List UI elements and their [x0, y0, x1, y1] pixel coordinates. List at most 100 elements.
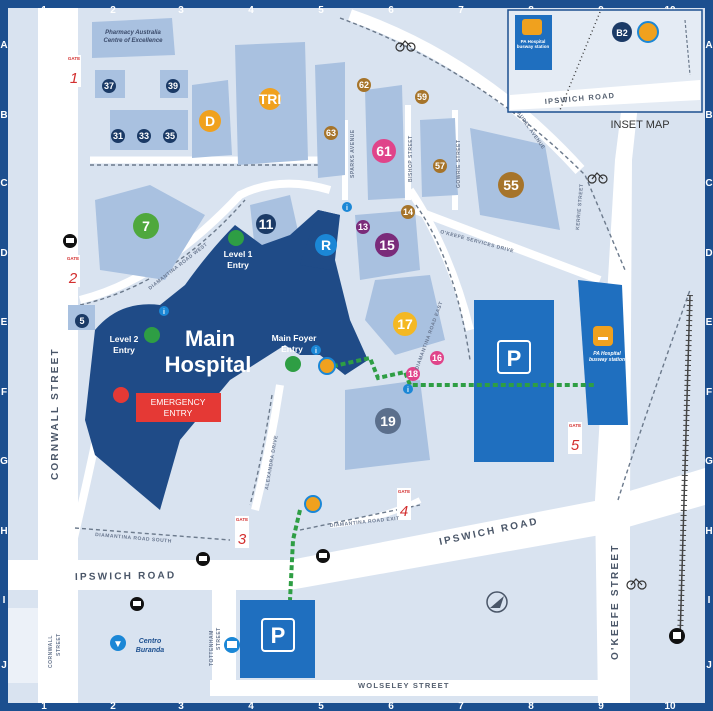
- building-marker-35[interactable]: [163, 129, 177, 143]
- parking-east[interactable]: [474, 300, 554, 462]
- building-marker-39[interactable]: [166, 79, 180, 93]
- main-foyer-entry-marker[interactable]: [285, 356, 301, 372]
- building-marker-63[interactable]: [324, 126, 338, 140]
- building-marker-13[interactable]: [356, 220, 370, 234]
- building-marker-tri[interactable]: [259, 88, 281, 110]
- building-marker-label: TRI: [259, 91, 282, 107]
- building-marker-label: D: [205, 113, 215, 129]
- busway-station-building[interactable]: [578, 280, 628, 425]
- info-icon[interactable]: [311, 345, 321, 355]
- building-marker-55[interactable]: [498, 172, 524, 198]
- building-marker-label: 18: [408, 369, 418, 379]
- level2-entry-marker[interactable]: [144, 327, 160, 343]
- building-marker-17[interactable]: [393, 312, 417, 336]
- emergency-label-line1: EMERGENCY: [151, 397, 206, 407]
- wolseley-street-road: [210, 680, 600, 696]
- bus-stop-icon[interactable]: [318, 357, 336, 375]
- building-marker-label: 16: [432, 353, 442, 363]
- laurel-avenue-road: [348, 9, 585, 175]
- inset-bus-stop-icon[interactable]: [637, 21, 659, 43]
- busway-bus-glyph: ▬: [598, 332, 608, 343]
- building-marker-d[interactable]: [199, 110, 221, 132]
- inset-b2-label: B2: [616, 28, 628, 38]
- parking-south-badge: [261, 618, 295, 652]
- level1-entry-marker[interactable]: [228, 230, 244, 246]
- grid-row-label: D: [705, 248, 712, 259]
- grid-row-label: F: [706, 387, 712, 398]
- gate-number: 4: [400, 503, 408, 520]
- building-marker-label: 33: [139, 131, 149, 141]
- grid-col-label: 6: [388, 701, 394, 711]
- building-marker-label: 59: [417, 92, 427, 102]
- parking-south-label: P: [271, 623, 286, 648]
- grid-row-label: F: [1, 387, 7, 398]
- info-icon[interactable]: [403, 384, 413, 394]
- info-markers: i i i i: [159, 202, 413, 394]
- parking-south[interactable]: [240, 600, 315, 678]
- level1-entry-label-line2: Entry: [227, 260, 249, 270]
- level2-entry-label-line1: Level 2: [110, 334, 139, 344]
- building-marker-61[interactable]: [372, 139, 396, 163]
- grid-col-label: 5: [318, 5, 324, 16]
- grid-row-label: E: [1, 317, 8, 328]
- building-marker-19[interactable]: [375, 408, 401, 434]
- gate-sign-1: [67, 55, 81, 87]
- building-marker-7[interactable]: [133, 213, 159, 239]
- building-marker-label: 14: [403, 207, 413, 217]
- info-icon-label: i: [163, 309, 165, 316]
- main-hospital-label: Main Hospital: [165, 326, 252, 377]
- footpath-south: [74, 527, 231, 541]
- gate-number: 3: [238, 531, 247, 548]
- building-marker-label: 62: [359, 80, 369, 90]
- building-marker-label: 15: [379, 237, 395, 253]
- building-marker-57[interactable]: [433, 159, 447, 173]
- building-marker-15[interactable]: [375, 233, 399, 257]
- grid-col-label: 4: [248, 701, 254, 711]
- building-marker-62[interactable]: [357, 78, 371, 92]
- building-marker-14[interactable]: [401, 205, 415, 219]
- grid-row-label: J: [1, 660, 7, 671]
- bicycle-icon: [626, 578, 647, 590]
- building-marker-label: R: [321, 237, 331, 253]
- inset-bus-icon: [522, 19, 542, 35]
- building-marker-label: 35: [165, 131, 175, 141]
- grid-col-label: 4: [248, 5, 254, 16]
- inset-map-title: INSET MAP: [610, 119, 669, 131]
- building-marker-16[interactable]: [430, 351, 444, 365]
- building-marker-label: 13: [358, 222, 368, 232]
- cornwall-small-label-2: STREET: [56, 633, 62, 656]
- info-icon[interactable]: [342, 202, 352, 212]
- inset-b2-badge[interactable]: [612, 22, 632, 42]
- main-hospital-building: [85, 210, 368, 510]
- emergency-marker[interactable]: [113, 387, 129, 403]
- emergency-label-line2: ENTRY: [164, 408, 193, 418]
- building-31-35-shape: [110, 110, 188, 150]
- building-marker-59[interactable]: [415, 90, 429, 104]
- building-marker-33[interactable]: [137, 129, 151, 143]
- footpath-alexandra: [249, 394, 273, 506]
- grid-col-label: 7: [458, 5, 464, 16]
- building-marker-label: 19: [380, 413, 396, 429]
- railway: [677, 294, 693, 641]
- building-marker-11[interactable]: [256, 214, 276, 234]
- parking-east-badge: [497, 340, 531, 374]
- emergency-entry-box[interactable]: [136, 393, 221, 422]
- building-marker-37[interactable]: [102, 79, 116, 93]
- building-marker-5[interactable]: [75, 314, 89, 328]
- inset-footpath: [684, 19, 691, 76]
- building-marker-18[interactable]: [406, 367, 420, 381]
- north-arrow-glyph: [490, 596, 504, 608]
- grid-labels: 1 2 3 4 5 6 7 8 9 10 1 2 3 4 5 6 7 8 9 1…: [0, 5, 713, 711]
- grid-row-label: B: [705, 110, 712, 121]
- building-marker-31[interactable]: [111, 129, 125, 143]
- info-icon[interactable]: [159, 306, 169, 316]
- bus-stop-icon[interactable]: [304, 495, 322, 513]
- building-marker-r[interactable]: [315, 234, 337, 256]
- grid-row-label: G: [0, 456, 8, 467]
- main-hospital-label-line2: Hospital: [165, 352, 252, 377]
- alexandra-drive-road: [251, 384, 284, 511]
- shopping-cart-icon[interactable]: [110, 635, 126, 651]
- bikeway-path: [339, 17, 626, 271]
